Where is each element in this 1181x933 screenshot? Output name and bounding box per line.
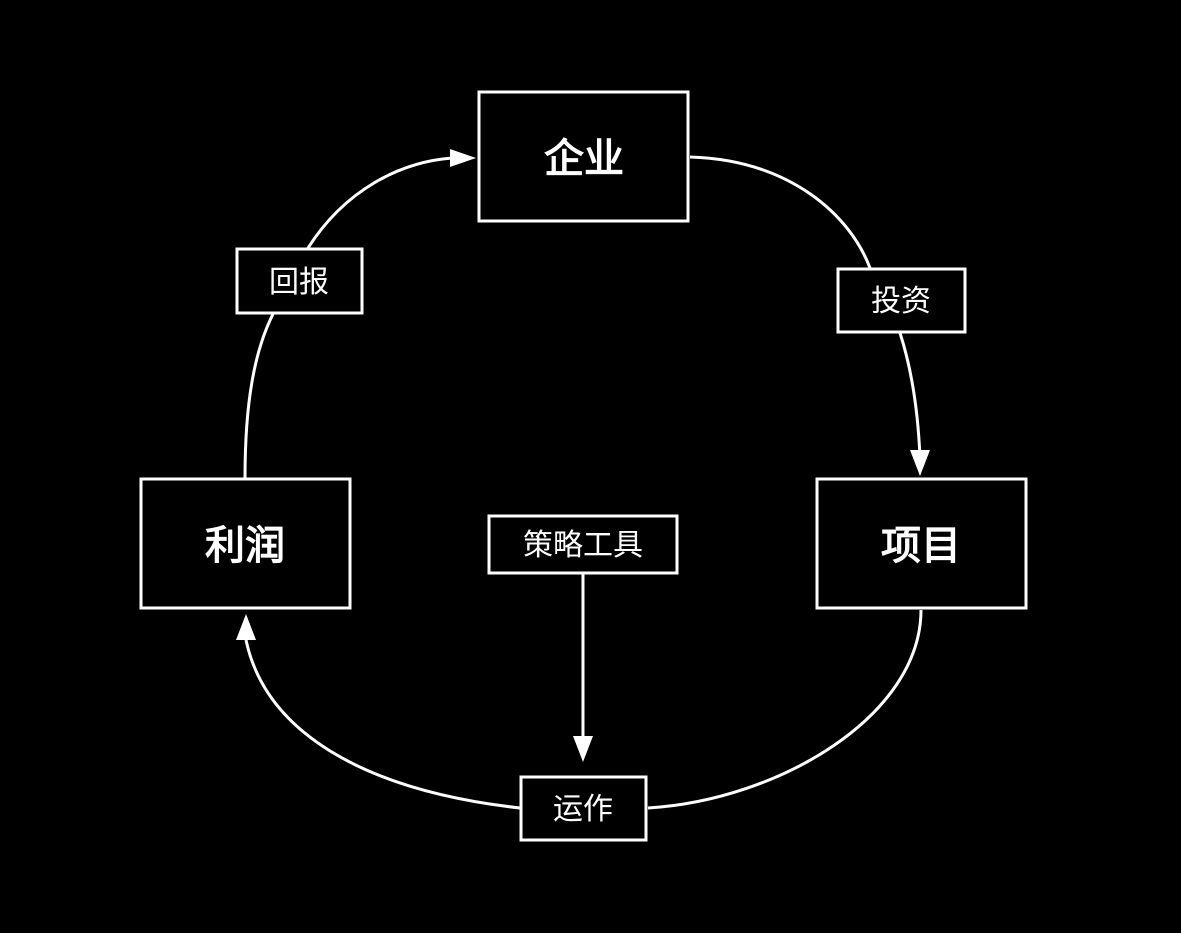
edge-label-return: 回报 [235, 247, 364, 315]
arrowhead-to-enterprise [450, 149, 476, 167]
edge-label-invest-text: 投资 [871, 284, 931, 319]
edge-label-strategy-tool-text: 策略工具 [523, 528, 643, 563]
node-enterprise: 企业 [477, 90, 690, 223]
connector-profit-to-enterprise [243, 156, 453, 479]
node-enterprise-label: 企业 [544, 136, 624, 182]
edge-label-strategy-tool: 策略工具 [487, 514, 679, 575]
connector-project-to-profit [244, 609, 923, 810]
edge-label-operate: 运作 [519, 775, 648, 842]
node-profit: 利润 [139, 477, 352, 610]
node-profit-label: 利润 [205, 523, 285, 569]
edge-label-operate-text: 运作 [553, 792, 613, 827]
connector-enterprise-to-project [689, 155, 922, 459]
node-project-label: 项目 [881, 523, 961, 569]
node-project: 项目 [815, 477, 1028, 610]
arrowhead-to-operate [573, 736, 593, 762]
arrowhead-to-profit [236, 614, 256, 640]
edge-label-return-text: 回报 [269, 265, 329, 300]
edge-label-invest: 投资 [836, 267, 967, 334]
arrowhead-to-project [910, 450, 930, 476]
